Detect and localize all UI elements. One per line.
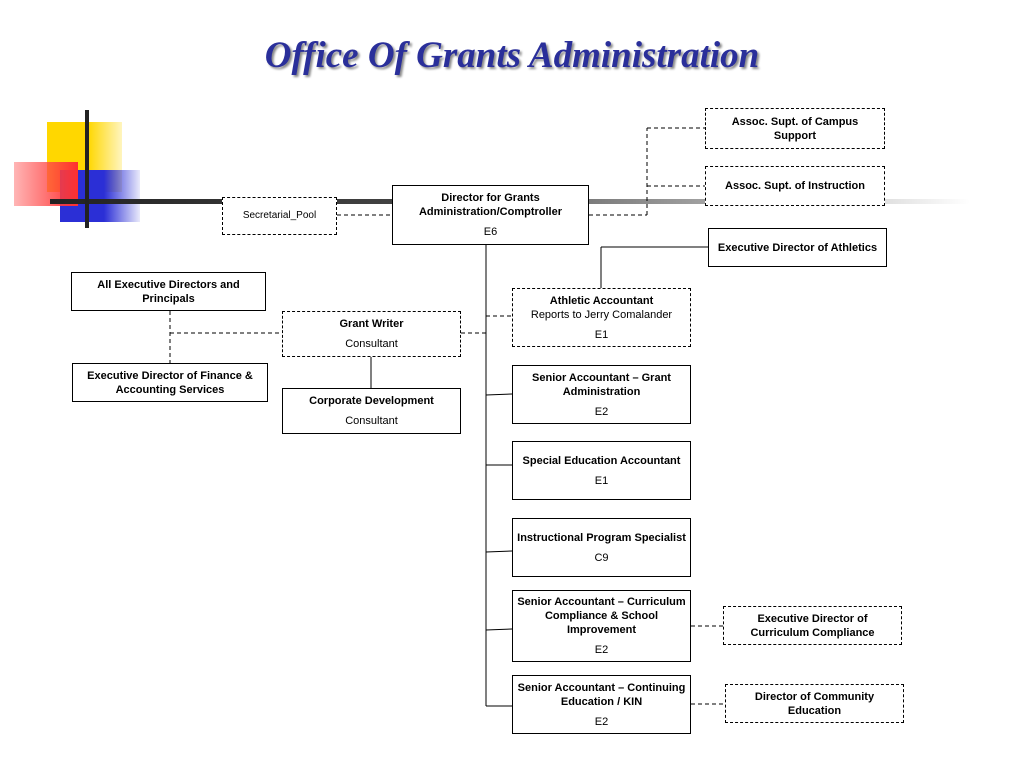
instructional-program-specialist-box: Instructional Program Specialist C9 [512, 518, 691, 577]
grant-writer-title: Grant Writer [339, 318, 404, 330]
senior-accountant-curriculum-box: Senior Accountant – Curriculum Complianc… [512, 590, 691, 662]
athletic-accountant-grade: E1 [594, 328, 609, 341]
all-exec-directors-title: All Executive Directors and Principals [97, 278, 240, 305]
senior-accountant-continuing-box: Senior Accountant – Continuing Education… [512, 675, 691, 734]
all-exec-directors-box: All Executive Directors and Principals [71, 272, 266, 311]
exec-athletics-box: Executive Director of Athletics [708, 228, 887, 267]
instructional-program-specialist-title: Instructional Program Specialist [517, 531, 686, 544]
exec-finance-title: Executive Director of Finance & Accounti… [87, 369, 253, 396]
senior-accountant-grant-grade: E2 [594, 405, 609, 418]
athletic-accountant-box: Athletic Accountant Reports to Jerry Com… [512, 288, 691, 347]
assoc-campus-support-title: Assoc. Supt. of Campus Support [731, 115, 859, 142]
deco-vertical-rule [85, 110, 89, 228]
director-community-education-title: Director of Community Education [754, 690, 875, 717]
grant-writer-box: Grant Writer Consultant [282, 311, 461, 357]
director-title: Director for Grants Administration/Compt… [418, 192, 562, 218]
athletic-accountant-reports-to: Reports to Jerry Comalander [530, 308, 673, 321]
senior-accountant-grant-box: Senior Accountant – Grant Administration… [512, 365, 691, 424]
senior-accountant-grant-title: Senior Accountant – Grant Administration [532, 371, 671, 398]
corporate-development-box: Corporate Development Consultant [282, 388, 461, 434]
exec-athletics-title: Executive Director of Athletics [717, 241, 878, 254]
athletic-accountant-title: Athletic Accountant [549, 294, 654, 307]
assoc-instruction-box: Assoc. Supt. of Instruction [705, 166, 885, 206]
assoc-campus-support-box: Assoc. Supt. of Campus Support [705, 108, 885, 149]
deco-red-square [14, 162, 78, 206]
senior-accountant-continuing-title: Senior Accountant – Continuing Education… [517, 681, 686, 708]
director-community-education-box: Director of Community Education [725, 684, 904, 723]
special-education-accountant-grade: E1 [594, 474, 609, 487]
exec-curriculum-compliance-title: Executive Director of Curriculum Complia… [750, 612, 875, 639]
senior-accountant-curriculum-title: Senior Accountant – Curriculum Complianc… [517, 596, 686, 636]
grant-writer-sub: Consultant [345, 338, 398, 350]
secretarial-pool-label: Secretarial_Pool [242, 210, 317, 221]
page-title: Office Of Grants Administration [264, 35, 760, 76]
instructional-program-specialist-grade: C9 [594, 551, 609, 564]
director-box: Director for Grants Administration/Compt… [392, 185, 589, 245]
exec-curriculum-compliance-box: Executive Director of Curriculum Complia… [723, 606, 902, 645]
corporate-development-sub: Consultant [345, 415, 398, 427]
exec-finance-box: Executive Director of Finance & Accounti… [72, 363, 268, 402]
special-education-accountant-box: Special Education Accountant E1 [512, 441, 691, 500]
secretarial-pool-box: Secretarial_Pool [222, 197, 337, 235]
special-education-accountant-title: Special Education Accountant [522, 454, 681, 467]
senior-accountant-continuing-grade: E2 [594, 715, 609, 728]
senior-accountant-curriculum-grade: E2 [594, 644, 609, 656]
assoc-instruction-title: Assoc. Supt. of Instruction [725, 180, 865, 192]
corporate-development-title: Corporate Development [309, 395, 434, 407]
director-grade: E6 [483, 226, 498, 238]
